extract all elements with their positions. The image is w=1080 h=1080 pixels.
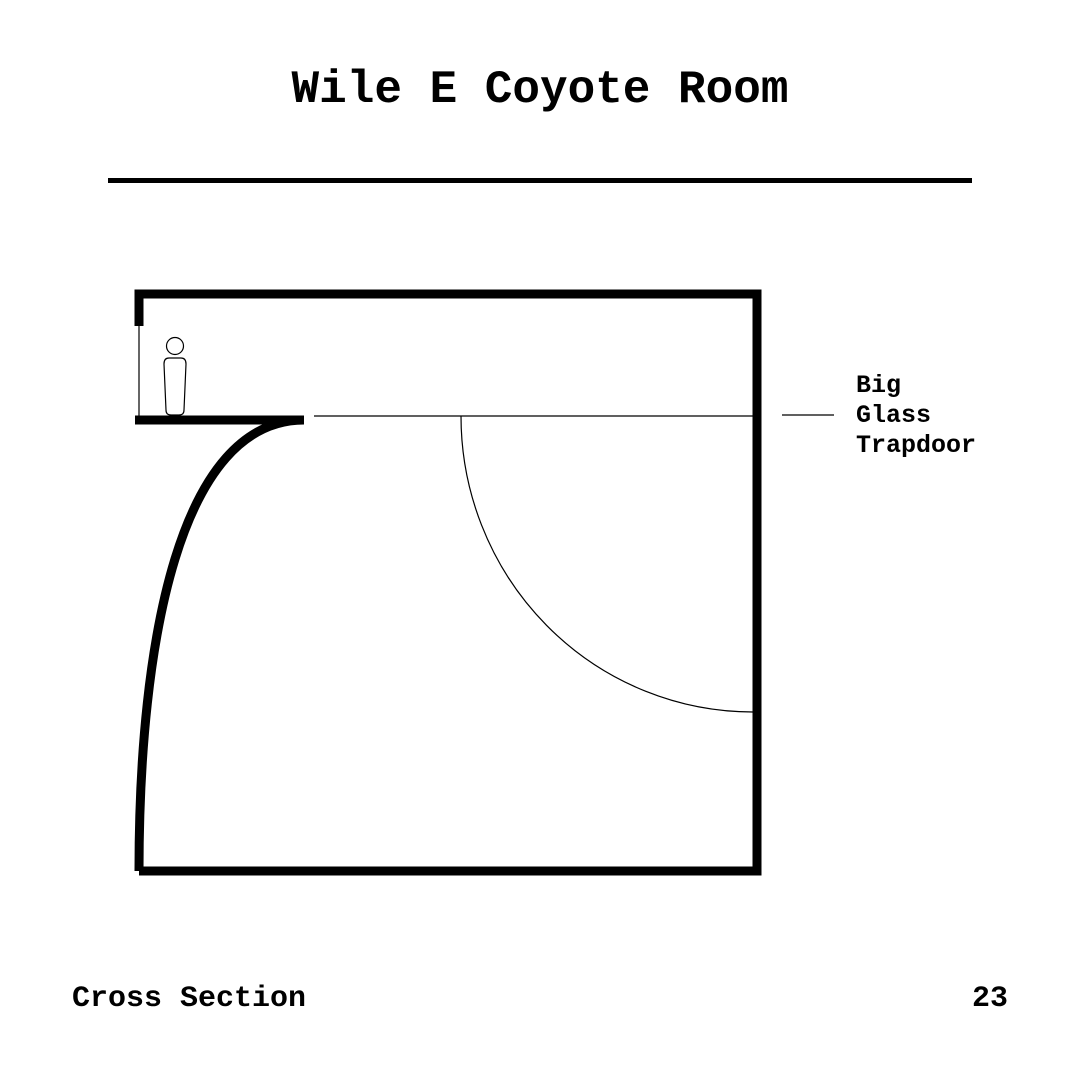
curved-left-wall	[134, 415, 305, 872]
trapdoor-swing-arc	[460, 415, 754, 713]
callout-line-glass: Glass	[856, 401, 932, 430]
callout-line-trapdoor: Trapdoor	[856, 431, 977, 460]
trapdoor-callout-label: Big Glass Trapdoor	[856, 371, 976, 461]
callout-line-big: Big	[856, 371, 902, 400]
person-figure	[163, 336, 187, 416]
page-title: Wile E Coyote Room	[291, 64, 789, 116]
page-number: 23	[971, 982, 1008, 1016]
title-divider	[108, 178, 972, 183]
room-outer-wall	[134, 289, 762, 876]
footer-section-label: Cross Section	[72, 982, 307, 1016]
